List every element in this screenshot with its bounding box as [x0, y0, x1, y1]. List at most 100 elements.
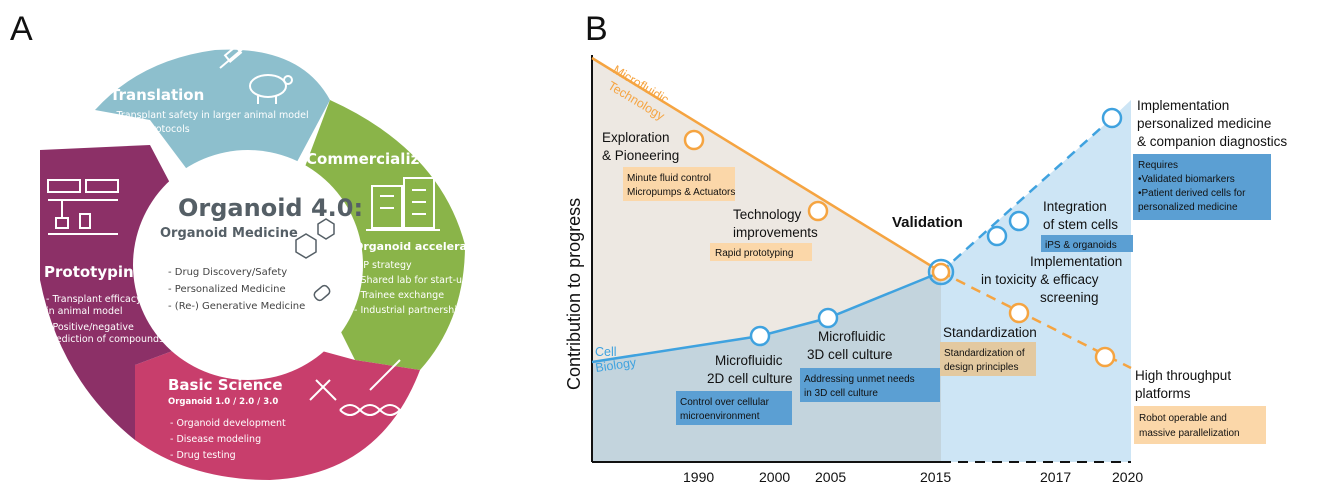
- milestone-label: Integration: [1043, 199, 1107, 214]
- panel-a-letter: A: [10, 10, 33, 48]
- microfluidic-line: [591, 56, 942, 274]
- milestone-label: & Pioneering: [602, 148, 679, 163]
- cell-line-label: Biology: [594, 355, 637, 375]
- center-title: Organoid 4.0:: [178, 194, 363, 222]
- translation-title: Translation: [110, 86, 204, 104]
- annotation-text: Requires: [1138, 160, 1178, 171]
- milestone-marker: [817, 307, 839, 329]
- commercialization-subtitle: Organoid accelerator: [354, 240, 486, 253]
- annotation-text: Standardization of: [944, 348, 1025, 359]
- milestone-label: 3D cell culture: [807, 347, 893, 362]
- milestone-label: High throughput: [1135, 368, 1231, 383]
- building-icon: [366, 177, 440, 231]
- x-tick-label: 2017: [1040, 469, 1071, 485]
- basic-science-item: - Organoid development: [170, 418, 286, 429]
- cell-biology-line: [591, 270, 942, 364]
- center-disc: [133, 150, 363, 380]
- prototyping-item: prediction of compounds: [46, 334, 164, 345]
- y-axis-title: Contribution to progress: [564, 198, 584, 390]
- milestone-label: 2D cell culture: [707, 371, 793, 386]
- annotation-box: [940, 342, 1036, 376]
- prototyping-item: - Transplant efficacy: [46, 294, 142, 305]
- commercialization-item: - Industrial partnership: [354, 305, 463, 316]
- prototyping-item: - Positive/negative: [46, 322, 134, 333]
- annotation-text: massive parallelization: [1139, 428, 1240, 439]
- annotation-box: [623, 167, 735, 201]
- commercialization-title: Commercialization: [306, 150, 463, 168]
- syringe-icon: [219, 39, 255, 69]
- commercialization-item: - IP strategy: [354, 260, 412, 271]
- pig-icon: [249, 74, 293, 104]
- milestone-label: screening: [1040, 290, 1099, 305]
- milestone-marker: [683, 129, 705, 151]
- progress-chart: Contribution to progress 1990 2000 2005 …: [564, 55, 1287, 485]
- basic-science-subtitle: Organoid 1.0 / 2.0 / 3.0: [168, 397, 278, 407]
- lab-automation-icon: [47, 179, 119, 235]
- organoid-wheel: Translation - Transplant safety in large…: [40, 39, 486, 480]
- translation-item: - cGMP protocols: [110, 124, 190, 135]
- x-tick-label: 1990: [683, 469, 714, 485]
- prototyping-item: in animal model: [46, 306, 122, 317]
- annotation-text: personalized medicine: [1138, 202, 1238, 213]
- milestone-label: personalized medicine: [1137, 116, 1271, 131]
- milestone-label: Exploration: [602, 130, 670, 145]
- milestone-marker: [1008, 210, 1030, 232]
- milestone-label: Standardization: [943, 325, 1037, 340]
- basic-science-title: Basic Science: [168, 376, 283, 394]
- center-item: - Drug Discovery/Safety: [168, 267, 287, 278]
- milestone-label: improvements: [733, 225, 818, 240]
- commercialization-item: - Trainee exchange: [354, 290, 444, 301]
- milestone-label: Technology: [733, 207, 802, 222]
- commercialization-item: - Shared lab for start-up: [354, 275, 468, 286]
- center-subtitle: Organoid Medicine: [160, 226, 298, 241]
- basic-science-item: - Disease modeling: [170, 434, 261, 445]
- annotation-text: design principles: [944, 362, 1019, 373]
- prototyping-title: Prototyping: [44, 263, 144, 281]
- milestone-marker: [986, 225, 1008, 247]
- basic-science-item: - Drug testing: [170, 450, 236, 461]
- annotation-text: in 3D cell culture: [804, 388, 878, 399]
- validation-marker: [931, 262, 951, 282]
- translation-item: - Transplant safety in larger animal mod…: [110, 110, 309, 121]
- dna-icon: [309, 359, 401, 416]
- annotation-box: [676, 391, 792, 425]
- annotation-text: •Patient derived cells for: [1138, 188, 1246, 199]
- milestone-marker: [749, 325, 771, 347]
- validation-marker: [927, 258, 955, 286]
- annotation-text: •Validated biomarkers: [1138, 174, 1235, 185]
- center-item: - (Re-) Generative Medicine: [168, 301, 305, 312]
- annotation-box: [710, 243, 812, 261]
- validation-label: Validation: [892, 214, 963, 231]
- annotation-box: [800, 368, 940, 402]
- cell-biology-line-dashed: [940, 117, 1113, 273]
- annotation-text: iPS & organoids: [1045, 240, 1117, 251]
- annotation-text: Addressing unmet needs: [804, 374, 915, 385]
- x-tick-label: 2020: [1112, 469, 1143, 485]
- milestone-label: in toxicity & efficacy: [981, 272, 1099, 287]
- milestone-label: Implementation: [1030, 254, 1122, 269]
- milestone-marker: [1101, 107, 1123, 129]
- annotation-text: Rapid prototyping: [715, 248, 793, 259]
- panel-b-letter: B: [585, 10, 608, 48]
- x-tick-label: 2015: [920, 469, 951, 485]
- x-tick-label: 2000: [759, 469, 790, 485]
- molecule-icon: [295, 218, 335, 302]
- milestone-label: Implementation: [1137, 98, 1229, 113]
- annotation-text: Minute fluid control: [627, 173, 711, 184]
- center-item: - Personalized Medicine: [168, 284, 286, 295]
- milestone-label: Microfluidic: [715, 353, 783, 368]
- annotation-box: [1041, 235, 1133, 252]
- annotation-text: Micropumps & Actuators: [627, 187, 735, 198]
- annotation-text: Robot operable and: [1139, 413, 1227, 424]
- milestone-marker: [1008, 302, 1030, 324]
- annotation-text: Control over cellular: [680, 397, 770, 408]
- milestone-label: of stem cells: [1043, 217, 1118, 232]
- annotation-text: microenvironment: [680, 411, 760, 422]
- milestone-label: platforms: [1135, 386, 1191, 401]
- cell-line-label: Cell: [595, 345, 617, 359]
- milestone-marker: [1094, 346, 1116, 368]
- segment-translation: [95, 49, 330, 181]
- annotation-box: [1133, 154, 1271, 220]
- milestone-marker: [807, 200, 829, 222]
